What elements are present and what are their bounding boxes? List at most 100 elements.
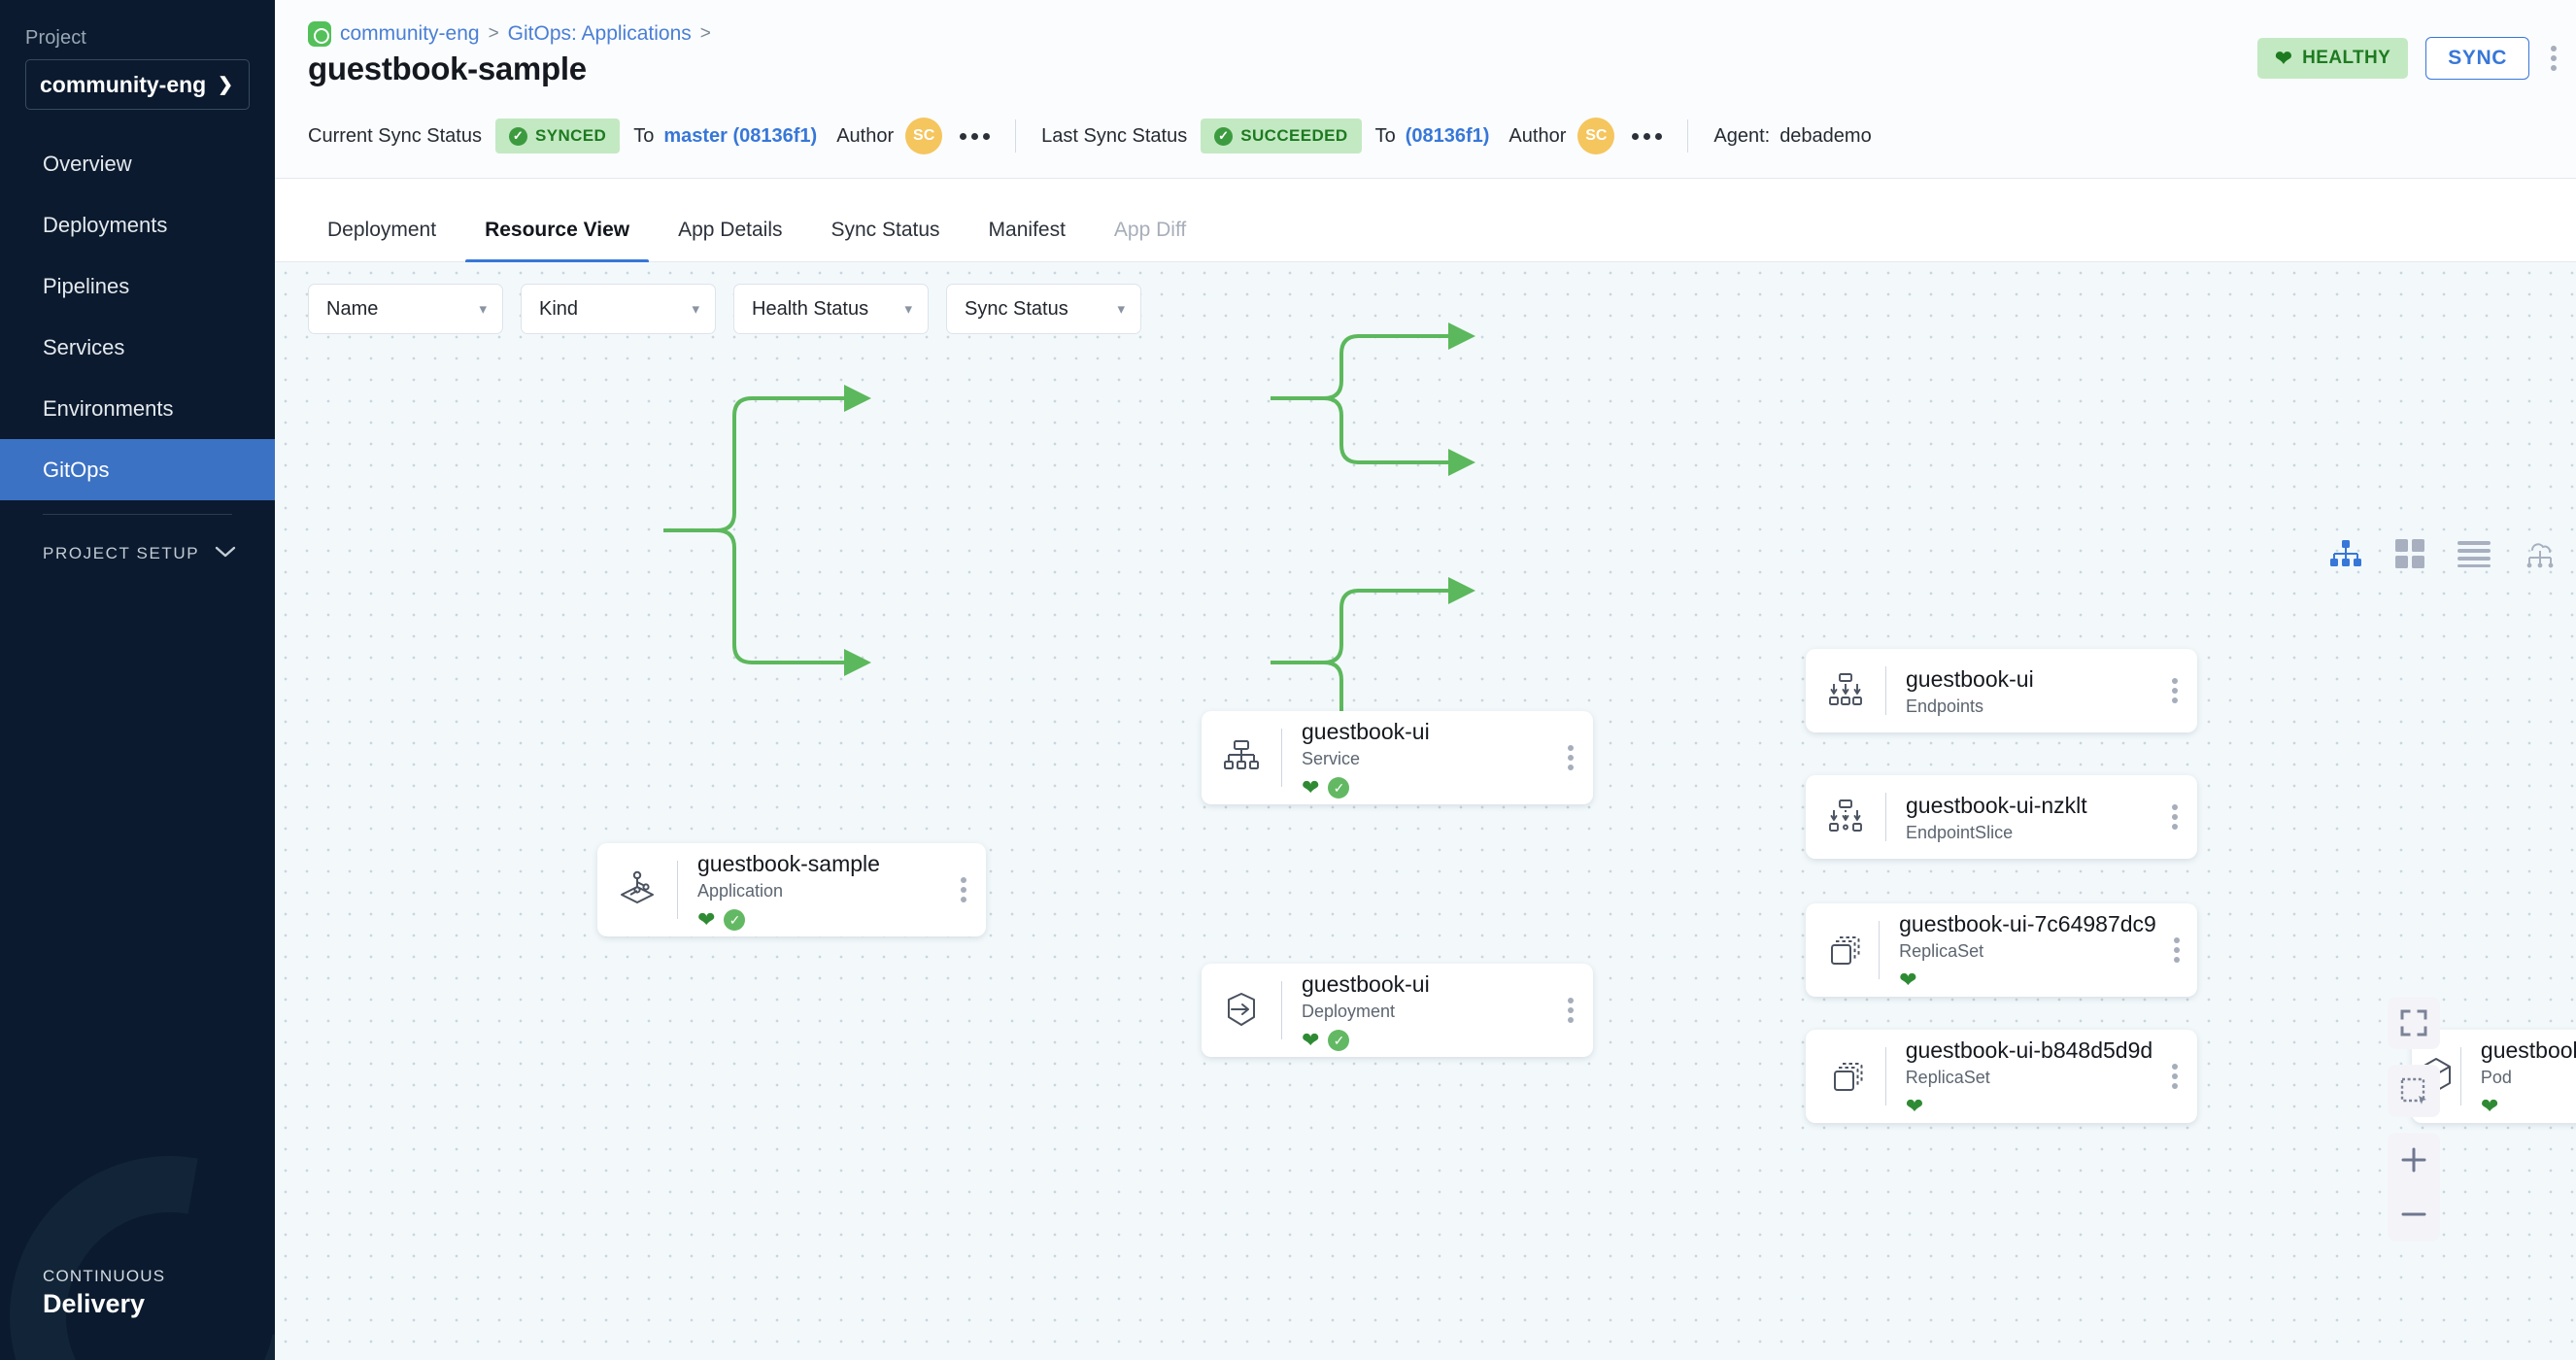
last-sync-status-text: SUCCEEDED (1240, 126, 1347, 146)
zoom-controls (2388, 997, 2440, 1241)
avatar: SC (1577, 118, 1614, 154)
divider (1687, 119, 1688, 153)
replicaset-icon (1806, 903, 1879, 997)
grid-view-icon[interactable] (2395, 539, 2424, 568)
filter-health-status[interactable]: Health Status ▾ (733, 284, 929, 334)
list-view-icon[interactable] (2457, 540, 2491, 567)
brand-line-2: Delivery (43, 1289, 165, 1319)
node-kind: ReplicaSet (1899, 941, 2156, 962)
fit-screen-icon[interactable] (2388, 997, 2440, 1049)
sidebar-item-overview[interactable]: Overview (0, 133, 275, 194)
replicaset-icon (1806, 1030, 1885, 1123)
node-overflow-menu-icon[interactable] (2152, 649, 2197, 732)
endpointslice-icon (1806, 775, 1885, 859)
heart-icon: ❤ (2481, 1096, 2498, 1117)
graph-node-replicaset-2[interactable]: guestbook-ui-b848d5d9d ReplicaSet ❤ (1806, 1030, 2197, 1123)
node-status-badges: ❤ (2481, 1096, 2576, 1117)
node-name: guestbook-ui-7c64987dc9 (1899, 911, 2156, 937)
current-sync-status-label: Current Sync Status (308, 125, 482, 148)
graph-node-deployment[interactable]: guestbook-ui Deployment ❤ ✓ (1202, 964, 1593, 1057)
filter-name[interactable]: Name ▾ (308, 284, 503, 334)
sidebar-item-label: Environments (43, 396, 174, 422)
header-overflow-menu-icon[interactable] (2547, 42, 2560, 75)
graph-node-replicaset-1[interactable]: guestbook-ui-7c64987dc9 ReplicaSet ❤ (1806, 903, 2197, 997)
main-area: community-eng > GitOps: Applications > g… (275, 0, 2576, 1360)
sidebar-item-label: Pipelines (43, 274, 129, 299)
sidebar-item-label: Services (43, 335, 124, 360)
graph-node-service[interactable]: guestbook-ui Service ❤ ✓ (1202, 711, 1593, 804)
graph-node-endpoints[interactable]: guestbook-ui Endpoints (1806, 649, 2197, 732)
node-kind: EndpointSlice (1906, 823, 2152, 843)
current-sync-status-text: SYNCED (535, 126, 606, 146)
node-name: guestbook-ui (1302, 971, 1548, 998)
node-kind: Deployment (1302, 1002, 1548, 1022)
tab-app-details[interactable]: App Details (659, 219, 801, 261)
project-setup-toggle[interactable]: PROJECT SETUP (0, 532, 275, 575)
check-circle-icon: ✓ (724, 909, 745, 931)
sidebar-background-glyph (0, 1093, 275, 1360)
chevron-down-icon (215, 544, 236, 563)
node-overflow-menu-icon[interactable] (1548, 964, 1593, 1057)
avatar: SC (905, 118, 942, 154)
node-info: guestbook-sample Application ❤ ✓ (678, 843, 941, 936)
project-label: Project (0, 0, 275, 59)
last-sync-status-badge: ✓ SUCCEEDED (1201, 119, 1361, 153)
sidebar-item-gitops[interactable]: GitOps (0, 439, 275, 500)
breadcrumb-item-project[interactable]: community-eng (340, 22, 480, 46)
graph-node-endpointslice[interactable]: guestbook-ui-nzklt EndpointSlice (1806, 775, 2197, 859)
tab-manifest[interactable]: Manifest (969, 219, 1085, 261)
last-sync-status-label: Last Sync Status (1041, 125, 1187, 148)
endpoints-icon (1806, 649, 1885, 732)
last-revision-link[interactable]: (08136f1) (1406, 125, 1490, 148)
breadcrumb-item-gitops-applications[interactable]: GitOps: Applications (508, 22, 692, 46)
zoom-in-icon[interactable] (2388, 1133, 2440, 1187)
node-kind: Service (1302, 749, 1548, 769)
zoom-out-icon[interactable] (2388, 1187, 2440, 1241)
graph-node-application[interactable]: guestbook-sample Application ❤ ✓ (597, 843, 986, 936)
project-selector[interactable]: community-eng ❯ (25, 59, 250, 110)
network-view-icon[interactable] (2524, 539, 2557, 568)
select-box-icon[interactable] (2388, 1065, 2440, 1117)
tab-deployment[interactable]: Deployment (308, 219, 456, 261)
node-info: guestbook-ui-b848d5d9... Pod ❤ (2461, 1030, 2576, 1123)
node-status-badges: ❤ ✓ (1302, 777, 1548, 799)
tab-resource-view[interactable]: Resource View (465, 219, 649, 261)
node-kind: Application (697, 881, 941, 901)
node-overflow-menu-icon[interactable] (2152, 775, 2197, 859)
node-overflow-menu-icon[interactable] (2152, 1030, 2197, 1123)
filter-sync-status[interactable]: Sync Status ▾ (946, 284, 1141, 334)
node-overflow-menu-icon[interactable] (2156, 903, 2197, 997)
filter-label: Health Status (752, 298, 868, 321)
header-actions: ❤ HEALTHY SYNC (2257, 37, 2560, 80)
current-sync-overflow-icon[interactable] (960, 133, 990, 140)
node-name: guestbook-ui (1302, 719, 1548, 745)
health-status-badge: ❤ HEALTHY (2257, 38, 2408, 79)
sidebar-item-deployments[interactable]: Deployments (0, 194, 275, 255)
zoom-in-out-group (2388, 1133, 2440, 1241)
node-name: guestbook-ui-b848d5d9d (1906, 1037, 2152, 1064)
sidebar-item-pipelines[interactable]: Pipelines (0, 255, 275, 317)
tab-bar: Deployment Resource View App Details Syn… (275, 179, 2576, 262)
node-info: guestbook-ui-nzklt EndpointSlice (1886, 775, 2152, 859)
resource-graph-canvas[interactable]: Name ▾ Kind ▾ Health Status ▾ Sync Statu… (275, 262, 2576, 1360)
agent-value: debademo (1779, 125, 1872, 148)
breadcrumb: community-eng > GitOps: Applications > (308, 21, 711, 47)
tab-sync-status[interactable]: Sync Status (811, 219, 959, 261)
check-circle-icon: ✓ (509, 127, 527, 146)
last-to-label: To (1375, 125, 1396, 148)
node-overflow-menu-icon[interactable] (941, 843, 986, 936)
filter-kind[interactable]: Kind ▾ (521, 284, 716, 334)
heart-icon: ❤ (1906, 1096, 1923, 1117)
sidebar-item-services[interactable]: Services (0, 317, 275, 378)
brand-line-1: CONTINUOUS (43, 1267, 165, 1286)
sidebar-item-label: Overview (43, 152, 132, 177)
last-sync-overflow-icon[interactable] (1632, 133, 1662, 140)
tree-view-icon[interactable] (2329, 539, 2362, 568)
current-revision-link[interactable]: master (08136f1) (663, 125, 817, 148)
node-info: guestbook-ui Service ❤ ✓ (1282, 711, 1548, 804)
sidebar-item-environments[interactable]: Environments (0, 378, 275, 439)
sync-button[interactable]: SYNC (2425, 37, 2529, 80)
health-status-label: HEALTHY (2302, 48, 2390, 69)
node-overflow-menu-icon[interactable] (1548, 711, 1593, 804)
service-icon (1202, 711, 1281, 804)
